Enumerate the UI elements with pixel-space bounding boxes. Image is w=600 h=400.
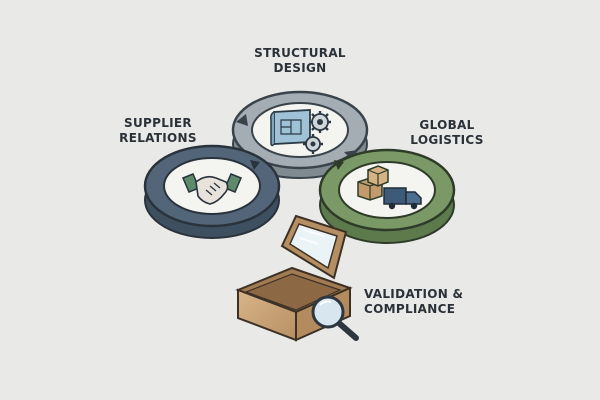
magnifier-icon xyxy=(311,295,359,341)
boxes-truck-icon xyxy=(357,165,422,210)
label-global-logistics: GLOBAL LOGISTICS xyxy=(410,118,484,147)
label-supplier-relations: SUPPLIER RELATIONS xyxy=(119,116,197,145)
label-validation-compliance: VALIDATION & COMPLIANCE xyxy=(364,287,464,316)
label-structural-design: STRUCTURAL DESIGN xyxy=(254,46,346,75)
validation-compliance-node xyxy=(235,214,359,342)
global-logistics-node xyxy=(318,148,456,244)
blueprint-gears-icon xyxy=(270,109,331,154)
handshake-icon xyxy=(182,173,242,205)
structural-design-node xyxy=(231,90,369,179)
supplier-relations-node xyxy=(143,144,281,239)
